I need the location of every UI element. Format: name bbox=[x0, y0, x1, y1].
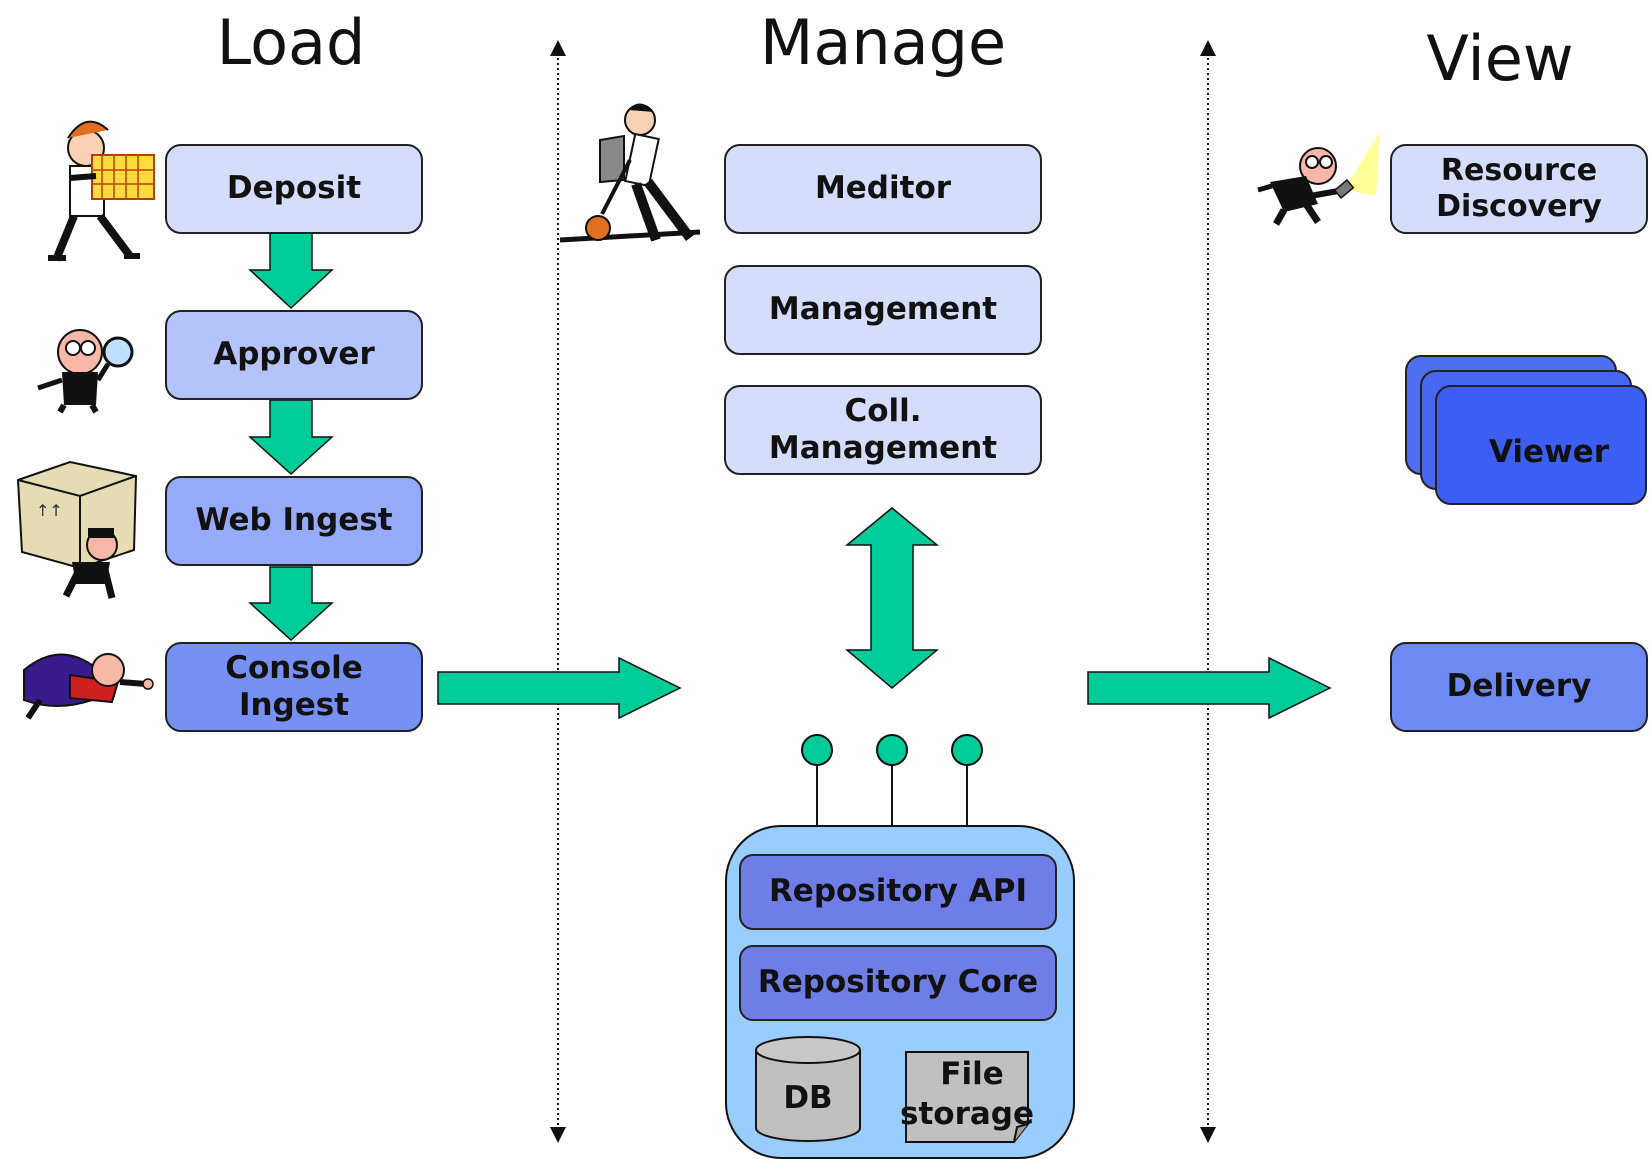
deposit-box[interactable]: Deposit bbox=[165, 144, 423, 234]
file-storage-label-line2: storage bbox=[900, 1096, 1034, 1132]
meditor-label: Meditor bbox=[814, 170, 952, 207]
console-ingest-label: Console Ingest bbox=[225, 649, 363, 723]
approver-label: Approver bbox=[213, 336, 375, 373]
arrow-deposit-to-approver bbox=[248, 232, 334, 310]
meditor-box[interactable]: Meditor bbox=[724, 144, 1042, 234]
man-carrying-box-icon: ↑↑ bbox=[16, 460, 138, 599]
interface-node-3 bbox=[951, 734, 983, 766]
arrow-load-to-manage bbox=[437, 656, 682, 720]
viewer-box[interactable]: Viewer bbox=[1435, 385, 1647, 505]
management-box[interactable]: Management bbox=[724, 265, 1042, 355]
file-storage-label-line1: File bbox=[940, 1056, 1003, 1092]
web-ingest-box[interactable]: Web Ingest bbox=[165, 476, 423, 566]
db-label: DB bbox=[783, 1080, 832, 1116]
interface-node-2 bbox=[876, 734, 908, 766]
delivery-box[interactable]: Delivery bbox=[1390, 642, 1648, 732]
console-ingest-box[interactable]: Console Ingest bbox=[165, 642, 423, 732]
viewer-label: Viewer bbox=[1488, 434, 1610, 471]
column-heading-manage: Manage bbox=[759, 6, 1007, 79]
arrow-approver-to-webingest bbox=[248, 399, 334, 476]
resource-discovery-box[interactable]: Resource Discovery bbox=[1390, 144, 1648, 234]
column-heading-view: View bbox=[1426, 22, 1574, 95]
db-cylinder: DB bbox=[755, 1036, 861, 1142]
arrow-webingest-to-consoleingest bbox=[248, 566, 334, 642]
repository-core-box[interactable]: Repository Core bbox=[739, 945, 1057, 1021]
approver-box[interactable]: Approver bbox=[165, 310, 423, 400]
repository-api-box[interactable]: Repository API bbox=[739, 854, 1057, 930]
inspector-with-magnifier-icon bbox=[37, 329, 134, 414]
file-storage: File storage bbox=[900, 1051, 1034, 1143]
coll-management-label: Coll. Management bbox=[768, 392, 998, 466]
svg-text:↑↑: ↑↑ bbox=[36, 501, 63, 520]
deposit-label: Deposit bbox=[226, 170, 362, 207]
arrow-manage-to-view bbox=[1087, 656, 1332, 720]
searcher-with-flashlight-icon bbox=[1257, 132, 1380, 226]
coll-management-box[interactable]: Coll. Management bbox=[724, 385, 1042, 475]
flying-superhero-icon bbox=[23, 653, 154, 720]
man-pushing-wheelbarrow-icon bbox=[559, 103, 701, 243]
web-ingest-label: Web Ingest bbox=[195, 502, 393, 539]
column-heading-load: Load bbox=[216, 6, 366, 79]
resource-discovery-label: Resource Discovery bbox=[1436, 153, 1602, 224]
management-label: Management bbox=[768, 291, 998, 328]
arrow-management-repository bbox=[844, 507, 940, 689]
delivery-label: Delivery bbox=[1446, 668, 1592, 705]
clerk-with-chart-icon bbox=[48, 120, 155, 262]
interface-node-1 bbox=[801, 734, 833, 766]
repository-api-label: Repository API bbox=[768, 873, 1028, 910]
repository-core-label: Repository Core bbox=[757, 964, 1039, 1001]
